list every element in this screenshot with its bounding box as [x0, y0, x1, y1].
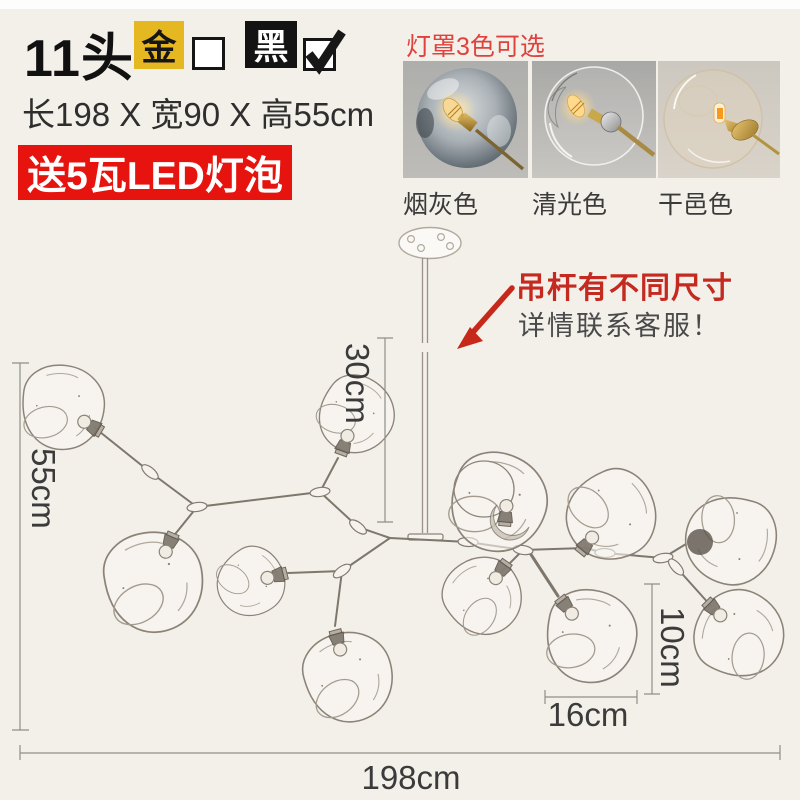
shade-label-clear: 清光色	[532, 191, 608, 219]
checkmark-icon	[305, 29, 346, 75]
gift-banner: 送5瓦LED灯泡	[18, 145, 292, 200]
head-count-label: 11头	[24, 30, 134, 88]
dimension-lines	[12, 337, 781, 760]
rod-note-subline: 详情联系客服！	[518, 311, 721, 341]
shade-option-cognac[interactable]: 干邑色	[658, 61, 780, 221]
glass-globe	[552, 458, 669, 573]
dim-globe-width: 16cm	[548, 696, 629, 733]
dim-rod-drop: 30cm	[339, 343, 376, 424]
dimension-labels: 55cm 30cm 10cm 16cm 198cm	[25, 343, 691, 796]
gold-checkbox-unchecked[interactable]	[192, 37, 225, 70]
black-checkbox-checked[interactable]	[303, 29, 346, 75]
dim-globe-height: 10cm	[654, 607, 691, 688]
dim-total-width: 198cm	[361, 759, 460, 796]
glass-globe	[433, 437, 563, 568]
ceiling-canopy-sketch	[398, 226, 462, 260]
glass-globe	[534, 579, 648, 694]
shade-label-cognac: 干邑色	[658, 191, 734, 219]
glass-globe	[14, 358, 112, 457]
shade-photo-smoke	[403, 61, 528, 178]
glass-globe	[203, 535, 298, 629]
rod-note-headline: 吊杆有不同尺寸	[516, 272, 733, 305]
color-option-black-label: 黑	[253, 28, 289, 67]
shade-label-smoke: 烟灰色	[403, 191, 479, 219]
shade-option-clear[interactable]: 清光色	[532, 61, 656, 221]
top-margin	[0, 0, 800, 9]
color-option-gold[interactable]: 金	[134, 21, 184, 69]
arrow-icon	[457, 285, 515, 349]
shade-option-smoke[interactable]: 烟灰色	[403, 61, 528, 221]
dim-fixture-height: 55cm	[25, 448, 62, 529]
shade-photo-cognac	[658, 61, 780, 178]
hanging-rod-sketch	[407, 258, 444, 541]
glass-globe	[295, 623, 402, 731]
glass-globes	[14, 358, 800, 731]
glass-globe	[430, 542, 537, 650]
glass-globe	[99, 527, 208, 638]
shade-options-title: 灯罩3色可选	[406, 33, 545, 61]
shade-photo-clear	[532, 61, 656, 178]
product-size-text: 长198 X 宽90 X 高55cm	[22, 96, 375, 133]
color-option-gold-label: 金	[141, 28, 177, 68]
color-option-black[interactable]: 黑	[245, 21, 297, 68]
